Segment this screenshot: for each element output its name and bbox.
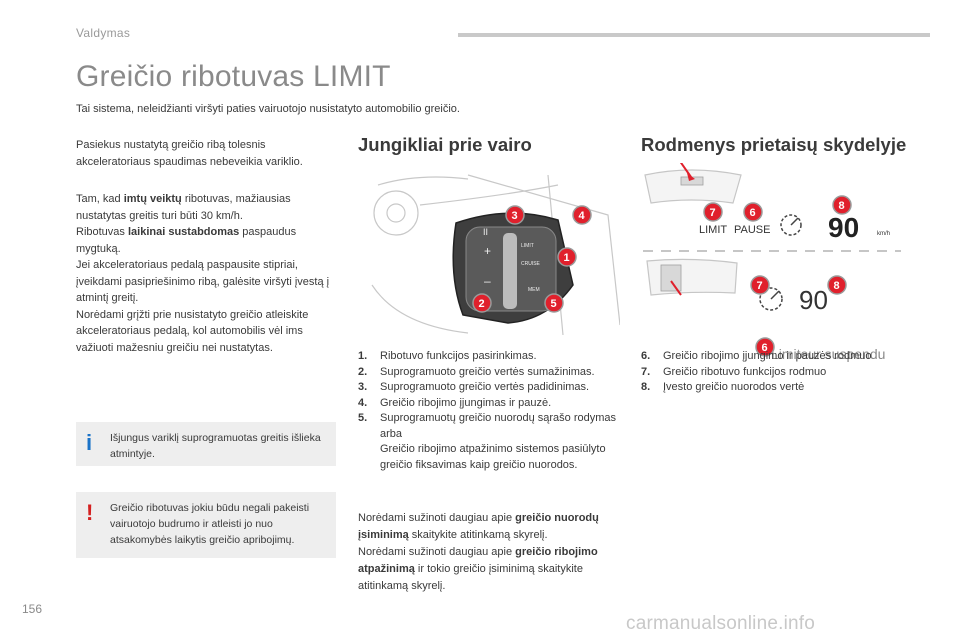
callout-7 <box>703 202 723 222</box>
cross-reference-text: Norėdami sužinoti daugiau apie greičio n… <box>358 512 599 592</box>
info-icon: i <box>86 430 93 455</box>
svg-text:6: 6 <box>762 342 768 354</box>
page-number: 156 <box>22 602 43 616</box>
list-item: 8.Įvesto greičio nuorodos vertė <box>641 381 805 393</box>
display2-speed: 90 <box>799 285 828 315</box>
switch-label-ii: II <box>483 227 488 237</box>
limit-indicator: LIMIT <box>699 224 727 236</box>
svg-text:3: 3 <box>512 210 518 222</box>
switch-label-cruise: CRUISE <box>521 261 541 267</box>
svg-text:8: 8 <box>839 200 845 212</box>
callout-1 <box>557 247 577 267</box>
list-item: 6.Greičio ribojimo įjungimo ir pauzės ro… <box>641 350 872 362</box>
switch-label-limit: LIMIT <box>521 243 534 249</box>
svg-text:7: 7 <box>757 280 763 292</box>
callout-8 <box>832 195 852 215</box>
page-title: Greičio ribotuvas LIMIT <box>76 60 391 93</box>
steering-switches-heading: Jungikliai prie vairo <box>358 134 532 155</box>
callout-8b <box>827 275 847 295</box>
list-item: 1.Ribotuvo funkcijos pasirinkimas. <box>358 350 537 362</box>
info-text: Išjungus variklį suprogramuotas greitis … <box>110 432 321 460</box>
intro-text: Tai sistema, neleidžianti viršyti paties… <box>76 103 460 115</box>
callout-6 <box>743 202 763 222</box>
list-item: 2.Suprogramuoto greičio vertės sumažinim… <box>358 365 595 378</box>
switch-label-minus: – <box>484 274 491 288</box>
info-note: i Išjungus variklį suprogramuotas greiti… <box>76 422 336 466</box>
steering-wheel-switches-diagram: II + – LIMIT CRUISE MEM 3 4 1 2 5 <box>371 174 620 335</box>
callout-5 <box>544 293 564 313</box>
list-item: 7.Greičio ribotuvo funkcijos rodmuo <box>641 365 827 378</box>
svg-text:2: 2 <box>479 298 485 310</box>
svg-text:8: 8 <box>834 280 840 292</box>
warning-note: ! Greičio ribotuvas jokiu būdu negali pa… <box>76 492 336 558</box>
speedometer-icon-2 <box>759 287 783 311</box>
warning-icon: ! <box>86 500 94 525</box>
warning-text: Greičio ribotuvas jokiu būdu negali pake… <box>110 502 310 546</box>
svg-text:5: 5 <box>551 298 557 310</box>
header-rule <box>458 33 930 37</box>
callout-7b <box>750 275 770 295</box>
instrument-display-heading: Rodmenys prietaisų skydelyje <box>641 134 907 155</box>
speed-unit: km/h <box>877 231 890 237</box>
display1-speed: 90 <box>828 212 859 243</box>
svg-text:1: 1 <box>564 252 570 264</box>
pause-indicator: PAUSE <box>734 224 770 236</box>
svg-text:4: 4 <box>579 210 586 222</box>
callout-2 <box>472 293 492 313</box>
list-item: 3.Suprogramuoto greičio vertės padidinim… <box>358 381 590 393</box>
switch-label-mem: MEM <box>528 287 540 293</box>
svg-text:6: 6 <box>750 207 756 219</box>
display2-status: Limiteur suspendu <box>771 346 885 362</box>
callout-3 <box>505 205 525 225</box>
speedometer-icon <box>780 214 802 236</box>
switches-list: 1.Ribotuvo funkcijos pasirinkimas. 2.Sup… <box>358 349 620 473</box>
section-label: Valdymas <box>76 26 131 40</box>
svg-text:7: 7 <box>710 207 716 219</box>
left-paragraph-1: Pasiekus nustatytą greičio ribą tolesnis… <box>76 139 303 168</box>
display-list: 6.Greičio ribojimo įjungimo ir pauzės ro… <box>641 349 911 396</box>
callout-4 <box>572 205 592 225</box>
instrument-display-diagram: LIMIT PAUSE 90 km/h 90 Limiteur suspendu… <box>643 163 901 362</box>
left-paragraph-2: Tam, kad imtų veiktų ribotuvas, mažiausi… <box>76 193 330 354</box>
callout-6b <box>755 337 775 357</box>
list-item: Greičio ribojimo atpažinimo sistemos pas… <box>380 443 606 471</box>
switch-label-plus: + <box>484 244 491 258</box>
list-item: 4.Greičio ribojimo įjungimas ir pauzė. <box>358 396 552 409</box>
list-item: 5.Suprogramuotų greičio nuorodų sąrašo r… <box>358 412 617 440</box>
watermark: carmanualsonline.info <box>626 613 816 634</box>
